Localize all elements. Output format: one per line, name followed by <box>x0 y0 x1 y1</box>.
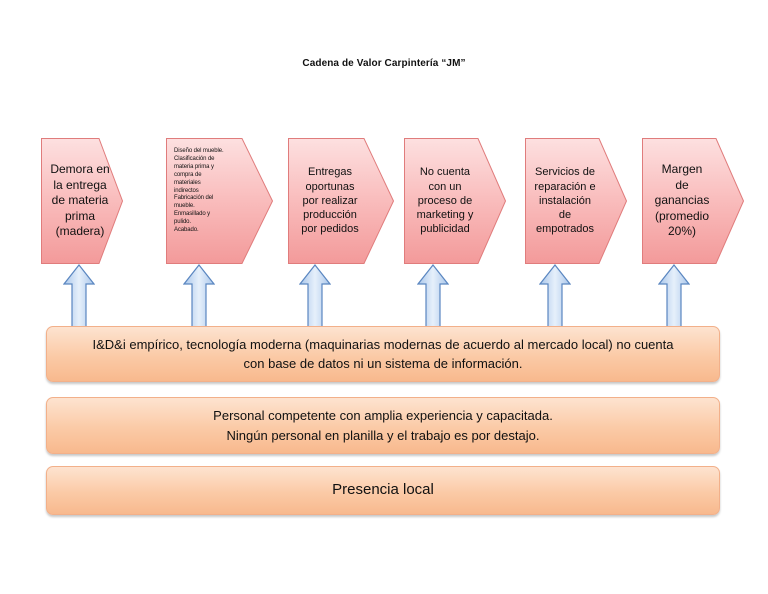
chevron-6: Margen de ganancias (promedio 20%) <box>642 138 744 264</box>
chevron-2-text: Diseño del mueble. Clasificación de mate… <box>174 148 224 234</box>
chevron-3-text: Entregas oportunas por realizar producci… <box>301 166 359 236</box>
support-bar-personnel: Personal competente con amplia experienc… <box>46 397 720 454</box>
up-arrow-icon <box>62 264 96 333</box>
chevron-5-text: Servicios de reparación e instalación de… <box>534 166 596 236</box>
chevron-1-text: Demora en la entrega de materia prima (m… <box>50 162 110 239</box>
chevron-1: Demora en la entrega de materia prima (m… <box>41 138 123 264</box>
chevron-4-text: No cuenta con un proceso de marketing y … <box>416 166 474 236</box>
chevron-6-text: Margen de ganancias (promedio 20%) <box>654 162 710 239</box>
support-bar-technology: I&D&i empírico, tecnología moderna (maqu… <box>46 326 720 382</box>
up-arrow-icon <box>182 264 216 333</box>
diagram-title: Cadena de Valor Carpintería “JM” <box>302 58 466 69</box>
up-arrow-icon <box>538 264 572 333</box>
up-arrow-icon <box>657 264 691 333</box>
support-bar-presence-text: Presencia local <box>332 481 434 499</box>
chevron-2: Diseño del mueble. Clasificación de mate… <box>166 138 273 264</box>
up-arrow-icon <box>416 264 450 333</box>
support-bar-technology-text: I&D&i empírico, tecnología moderna (maqu… <box>92 336 674 372</box>
chevron-3: Entregas oportunas por realizar producci… <box>288 138 394 264</box>
chevron-4: No cuenta con un proceso de marketing y … <box>404 138 506 264</box>
support-bar-presence: Presencia local <box>46 466 720 515</box>
chevron-5: Servicios de reparación e instalación de… <box>525 138 627 264</box>
up-arrow-icon <box>298 264 332 333</box>
support-bar-personnel-text: Personal competente con amplia experienc… <box>213 408 553 443</box>
